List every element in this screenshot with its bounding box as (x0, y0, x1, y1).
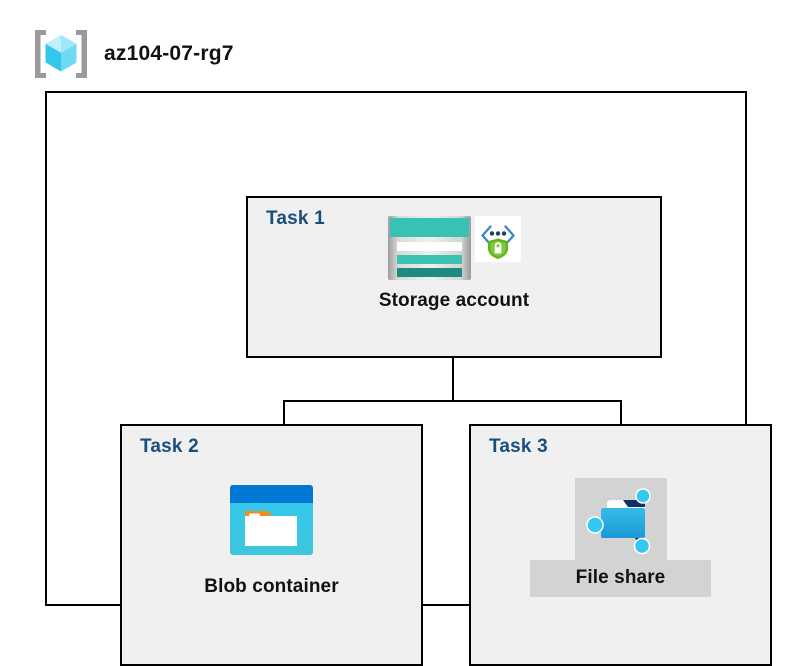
task-panel-task1: Task 1 (246, 196, 662, 358)
file-share-icon (585, 484, 657, 556)
resource-group-icon (32, 28, 90, 80)
task-label-task3: Task 3 (489, 436, 548, 457)
connector-trunk-storage-to-bus (452, 358, 454, 402)
connector-horizontal-bus (283, 400, 622, 402)
task-panel-task3: Task 3 (469, 424, 772, 666)
resource-group-header: az104-07-rg7 (32, 28, 234, 80)
task-label-task2: Task 2 (140, 436, 199, 457)
node-caption-file-share: File share (575, 567, 666, 588)
blob-container-icon (229, 484, 314, 556)
node-caption-storage-account: Storage account (378, 290, 530, 311)
task-label-task1: Task 1 (266, 208, 325, 229)
task-panel-task2: Task 2 (120, 424, 423, 666)
node-storage-account: Storage account (248, 216, 660, 312)
node-blob-container: Blob container (122, 484, 421, 598)
resource-group-container: Task 1 (45, 91, 772, 666)
file-share-icon-highlight (574, 478, 667, 560)
resource-group-title: az104-07-rg7 (104, 42, 234, 65)
storage-account-icon (387, 216, 471, 280)
node-file-share: File share (471, 478, 770, 597)
file-share-caption-highlight: File share (529, 560, 712, 597)
secure-endpoint-shield-icon (474, 216, 521, 262)
node-caption-blob-container: Blob container (204, 576, 339, 597)
storage-account-icon-row (387, 216, 521, 280)
